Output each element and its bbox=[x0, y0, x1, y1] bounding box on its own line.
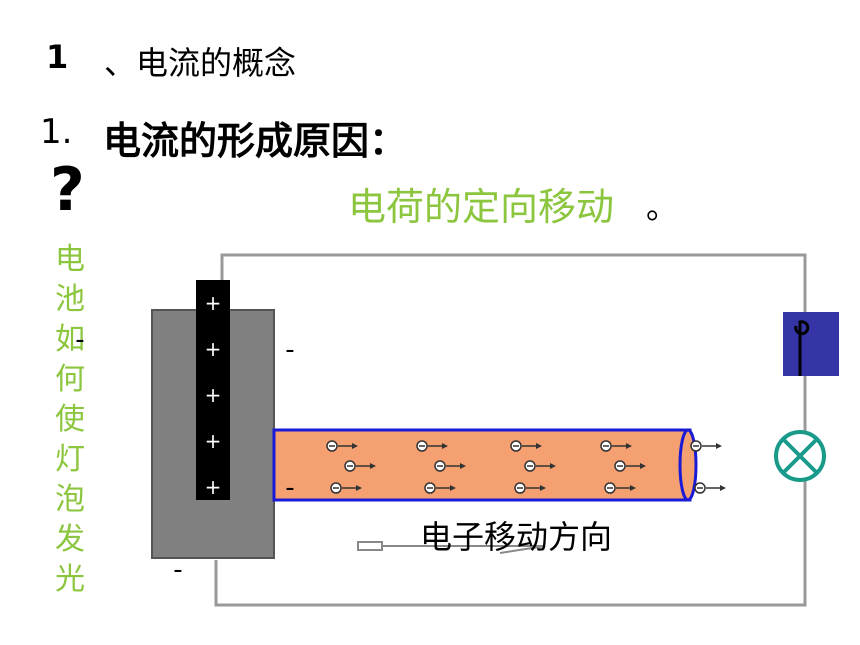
flow-arrow-tail bbox=[357, 541, 383, 551]
electron bbox=[510, 440, 542, 452]
tube-end bbox=[678, 428, 698, 502]
question-mark-icon: ? bbox=[50, 155, 85, 225]
flow-arrow bbox=[358, 545, 546, 554]
electron bbox=[600, 440, 632, 452]
heading2-number: 1. bbox=[40, 112, 73, 152]
electron bbox=[604, 482, 636, 494]
electron bbox=[694, 482, 726, 494]
minus-charge: - bbox=[173, 555, 182, 585]
switch-box bbox=[783, 312, 839, 376]
heading1-text: 、电流的概念 bbox=[104, 44, 297, 82]
plus-charge: + bbox=[205, 337, 222, 361]
circuit-wire bbox=[214, 253, 807, 607]
electron bbox=[424, 482, 456, 494]
lamp-icon bbox=[774, 430, 826, 482]
electron bbox=[514, 482, 546, 494]
answer-text: 电荷的定向移动 bbox=[348, 185, 615, 229]
plus-charge: + bbox=[205, 475, 222, 499]
electrode bbox=[196, 280, 230, 500]
minus-charge: - bbox=[75, 325, 84, 355]
minus-charge: - bbox=[285, 473, 294, 503]
electron bbox=[344, 460, 376, 472]
electron-flow-label: 电子移动方向 bbox=[420, 518, 613, 556]
answer-punctuation: 。 bbox=[646, 188, 679, 226]
heading2-text: 电流的形成原因： bbox=[103, 119, 408, 163]
electron bbox=[614, 460, 646, 472]
electron bbox=[434, 460, 466, 472]
vertical-question: 电池如何使灯泡发光 bbox=[55, 242, 85, 597]
electron bbox=[524, 460, 556, 472]
electron bbox=[326, 440, 358, 452]
plus-charge: + bbox=[205, 383, 222, 407]
heading1-number: 1 bbox=[46, 38, 69, 76]
electron bbox=[330, 482, 362, 494]
electron bbox=[416, 440, 448, 452]
plus-charge: + bbox=[205, 291, 222, 315]
plus-charge: + bbox=[205, 429, 222, 453]
electron bbox=[690, 440, 722, 452]
switch-lever bbox=[794, 320, 810, 376]
minus-charge: - bbox=[285, 335, 294, 365]
